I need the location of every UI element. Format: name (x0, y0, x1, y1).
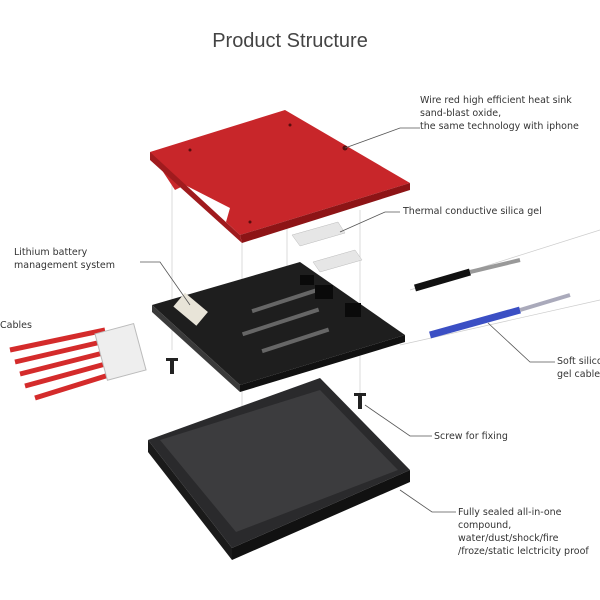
black-gel-cable (414, 268, 471, 292)
connector (173, 292, 208, 326)
bms-label: Lithium battery management system (14, 246, 115, 272)
blue-gel-cable (429, 306, 521, 339)
label-line: the same technology with iphone (420, 121, 579, 132)
leader-lines (140, 127, 555, 513)
page-title: Product Structure (212, 30, 368, 52)
silica-gel-label: Thermal conductive silica gel (403, 206, 542, 217)
cables-label: Cables (0, 320, 32, 331)
label-line: /froze/static lelctricity proof (458, 546, 589, 557)
label-line: Fully sealed all-in-one (458, 507, 562, 518)
label-line: Wire red high efficient heat sink (420, 95, 572, 106)
screw-label: Screw for fixing (434, 431, 508, 442)
heat-sink-label: Wire red high efficient heat sink sand-b… (420, 94, 579, 133)
silica-gel-pad (291, 221, 346, 247)
label-line: Soft silicone (557, 356, 600, 367)
silica-gel-pad (312, 249, 363, 273)
label-line: compound, (458, 520, 512, 531)
screw-icon (166, 358, 178, 374)
soft-cable-label: Soft silicone gel cable (557, 355, 600, 381)
label-line: Lithium battery (14, 247, 88, 258)
screw-icon (354, 393, 366, 409)
label-line: gel cable (557, 369, 600, 380)
label-line: water/dust/shock/fire (458, 533, 559, 544)
label-line: management system (14, 260, 116, 271)
cable-connector (94, 322, 147, 381)
label-line: sand-blast oxide, (420, 108, 502, 119)
heat-sink-plate (150, 110, 410, 235)
sealed-label: Fully sealed all-in-one compound, water/… (458, 506, 589, 558)
